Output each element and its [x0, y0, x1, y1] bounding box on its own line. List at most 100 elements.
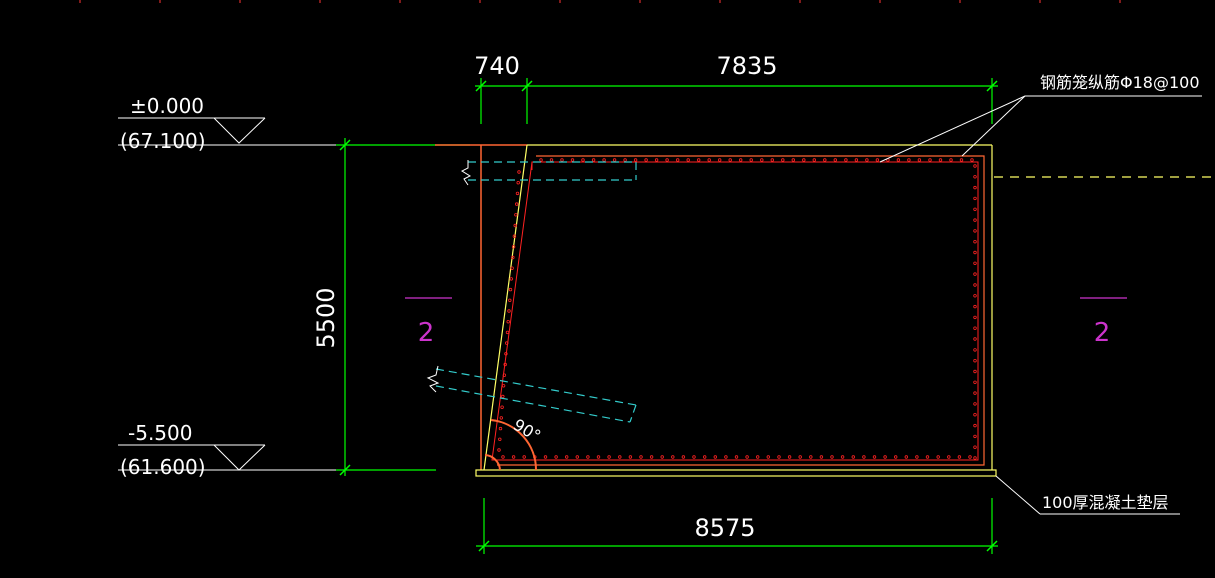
rebar-dot — [596, 455, 601, 459]
rebar-dot — [676, 158, 680, 162]
rebar-dot — [938, 158, 943, 162]
rebar-dot — [973, 304, 977, 309]
rebar-dot — [928, 158, 932, 162]
rebar-dot — [522, 455, 526, 459]
rebar-dot — [896, 158, 901, 162]
level-bottom-absolute: (61.600) — [120, 455, 206, 479]
rebar-dot — [543, 455, 548, 459]
rebar-dot — [854, 158, 859, 162]
dimension-top-left: 740 — [474, 52, 520, 80]
rebar-dot — [973, 250, 977, 255]
rebar-dot — [781, 158, 785, 162]
rebar-dot — [510, 266, 514, 270]
level-top-absolute: (67.100) — [120, 129, 206, 153]
rebar-dot — [973, 185, 977, 190]
rebar-dot — [507, 309, 511, 313]
rebar-dot — [499, 416, 503, 420]
rebar-dot — [959, 158, 964, 162]
rebar-dot — [936, 455, 940, 459]
rebar-note-leader — [879, 95, 1202, 163]
rebar-dot — [554, 455, 558, 459]
rebar-dot — [602, 158, 606, 162]
rebar-dot — [505, 341, 509, 345]
rebar-dot — [973, 434, 977, 439]
rebar-dot — [819, 455, 824, 459]
anchor-bar-top — [468, 161, 637, 181]
rebar-dot — [591, 158, 596, 162]
rebar-dot — [894, 455, 898, 459]
rebar-dot — [957, 455, 962, 459]
rebar-dot — [618, 455, 622, 459]
rebar-dot — [728, 158, 732, 162]
rebar-dot — [907, 158, 911, 162]
rebar-dot — [607, 455, 611, 459]
rebar-dot — [511, 255, 515, 260]
dimension-bottom: 8575 — [694, 514, 755, 542]
rebar-dot — [833, 158, 837, 162]
rebar-dot — [623, 158, 627, 162]
anchor-bar-bottom — [435, 368, 637, 423]
rebar-dot — [515, 202, 519, 206]
rebar-dot — [665, 158, 669, 162]
rebar-dot — [925, 455, 930, 459]
rebar-dot — [504, 352, 508, 356]
rebar-dot — [506, 320, 510, 324]
rebar-dot — [501, 455, 505, 459]
section-label-right: 2 — [1094, 318, 1111, 348]
rebar-dot — [517, 170, 521, 174]
rebar-dot — [760, 158, 764, 162]
vertical-dimension — [336, 138, 470, 476]
rebar-dot — [777, 455, 781, 459]
level-marker-top — [118, 117, 336, 146]
rebar-dot — [973, 272, 977, 276]
rebar-dot — [840, 455, 845, 459]
rebar-dot — [681, 455, 686, 459]
rebar-dot — [560, 158, 564, 162]
rebar-dot — [973, 164, 977, 168]
rebar-dot — [633, 158, 638, 162]
rebar-dot — [513, 223, 517, 228]
rebar-dot — [973, 337, 977, 341]
level-top-elevation: ±0.000 — [130, 94, 204, 118]
rebar-note: 钢筋笼纵筋Φ18@100 — [1040, 73, 1200, 92]
rebar-dot — [904, 455, 908, 459]
rebar-dot — [649, 455, 654, 459]
rebar-dot — [973, 229, 977, 233]
rebar-dot — [497, 448, 501, 452]
rebar-dot — [787, 455, 792, 459]
rebar-dot — [660, 455, 664, 459]
rebar-dot — [830, 455, 834, 459]
rebar-dot — [511, 455, 516, 459]
section-label-left: 2 — [418, 318, 435, 348]
rebar-dots — [497, 158, 977, 460]
rebar-dot — [973, 207, 977, 211]
rebar-dot — [791, 158, 795, 162]
level-bottom-elevation: -5.500 — [128, 421, 192, 445]
rebar-dot — [973, 369, 977, 374]
rebar-dot — [734, 455, 739, 459]
rebar-dot — [973, 326, 977, 330]
rebar-dot — [500, 405, 504, 409]
rebar-dot — [973, 423, 977, 428]
rebar-dot — [515, 191, 520, 196]
rebar-dot — [973, 261, 977, 265]
rebar-dot — [973, 196, 977, 201]
rebar-dot — [501, 394, 505, 399]
rebar-dot — [516, 180, 520, 185]
rebar-dot — [968, 455, 972, 459]
rebar-dot — [973, 456, 977, 460]
rebar-dot — [498, 437, 502, 441]
rebar-dot — [508, 298, 512, 302]
rebar-dot — [875, 158, 880, 162]
rebar-dot — [671, 455, 675, 459]
rebar-dot — [586, 455, 590, 459]
rebar-dot — [718, 158, 722, 162]
rebar-dot — [973, 359, 977, 363]
rebar-dot — [505, 330, 510, 335]
rebar-dot — [511, 245, 516, 249]
rebar-dot — [707, 158, 711, 162]
rebar-dot — [973, 413, 977, 417]
rebar-dot — [973, 391, 977, 395]
